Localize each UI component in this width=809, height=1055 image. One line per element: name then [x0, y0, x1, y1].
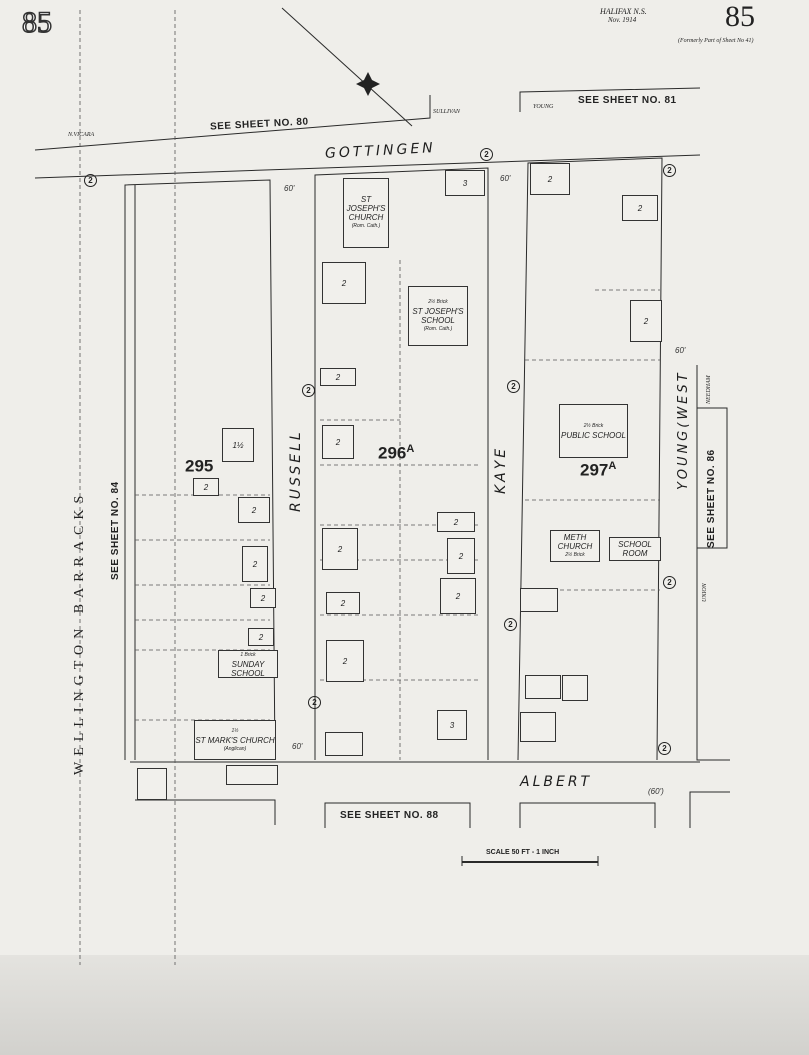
sheet-number: 85 [725, 0, 755, 33]
hydrant-icon: 2 [658, 742, 671, 755]
street-sullivan: SULLIVAN [433, 109, 460, 115]
gottingen-north-edge [34, 95, 431, 151]
sheet-number-left: 85 [21, 5, 53, 40]
street-width: 60' [500, 174, 511, 183]
dwelling[interactable] [520, 712, 556, 742]
st-josephs-church[interactable]: ST JOSEPH'S CHURCH(Rom. Cath.) [343, 178, 389, 248]
north-arrow-star [356, 72, 380, 96]
street-kaye: KAYE [493, 445, 509, 494]
hydrant-icon: 2 [84, 174, 97, 187]
dwelling[interactable]: 2 [193, 478, 219, 496]
dwelling[interactable]: 3 [437, 710, 467, 740]
hydrant-icon: 2 [302, 384, 315, 397]
dwelling[interactable] [562, 675, 588, 701]
sheet-88-box [324, 802, 471, 828]
dwelling[interactable]: 2 [322, 262, 366, 304]
dwelling[interactable]: 2 [242, 546, 268, 582]
street-union: UNION [702, 583, 708, 602]
dwelling[interactable]: 2 [326, 592, 360, 614]
street-width: 60' [675, 346, 686, 355]
dwelling[interactable] [325, 732, 363, 756]
hydrant-icon: 2 [504, 618, 517, 631]
former-sheet-note: (Formerly Part of Sheet No 41) [678, 38, 754, 44]
city-label: HALIFAX N.S. [600, 7, 647, 16]
block-295-outline [124, 179, 276, 761]
dwelling[interactable]: 2 [437, 512, 475, 532]
block-296a-outline [314, 167, 489, 760]
see-sheet-84[interactable]: SEE SHEET NO. 84 [110, 481, 121, 580]
dwelling[interactable]: 2 [322, 425, 354, 459]
school-room[interactable]: SCHOOL ROOM [609, 537, 661, 561]
street-russell: RUSSELL [288, 429, 304, 512]
hydrant-icon: 2 [308, 696, 321, 709]
dwelling[interactable] [226, 765, 278, 785]
dwelling[interactable]: 2 [238, 497, 270, 523]
scale-label: SCALE 50 FT - 1 INCH [486, 849, 560, 856]
dwelling[interactable]: 2 [440, 578, 476, 614]
dwelling[interactable]: 1½ [222, 428, 254, 462]
street-young-west: YOUNG(WEST [676, 370, 691, 490]
dwelling[interactable] [520, 588, 558, 612]
dwelling[interactable]: 2 [326, 640, 364, 682]
dwelling[interactable]: 2 [322, 528, 358, 570]
see-sheet-88[interactable]: SEE SHEET NO. 88 [340, 810, 439, 821]
see-sheet-81[interactable]: SEE SHEET NO. 81 [578, 95, 677, 106]
backing-paper [0, 955, 809, 1055]
street-width: (60') [648, 787, 664, 796]
north-arrow-line [281, 7, 413, 127]
dwelling[interactable]: 2 [622, 195, 658, 221]
dwelling[interactable]: 2 [320, 368, 356, 386]
see-sheet-86[interactable]: SEE SHEET NO. 86 [706, 449, 717, 548]
hydrant-icon: 2 [480, 148, 493, 161]
dwelling[interactable]: 2 [630, 300, 662, 342]
dwelling[interactable] [525, 675, 561, 699]
dwelling[interactable]: 2 [447, 538, 475, 574]
sheet-86-box [697, 407, 728, 549]
block-297a: 297A [580, 460, 617, 480]
date-label: Nov. 1914 [608, 16, 637, 24]
street-albert: ALBERT [520, 774, 593, 790]
block-296a: 296A [378, 443, 415, 463]
street-needham: NEEDHAM [706, 375, 712, 404]
hydrant-icon: 2 [507, 380, 520, 393]
dwelling[interactable]: 3 [445, 170, 485, 196]
block-297a-outline [517, 157, 663, 761]
hydrant-icon: 2 [663, 164, 676, 177]
dwelling[interactable] [137, 768, 167, 800]
gottingen-south-edge [34, 154, 701, 179]
street-young: YOUNG [533, 104, 554, 110]
street-vicara: N.VICARA [68, 132, 95, 138]
block-295: 295 [185, 456, 214, 476]
street-width: 60' [284, 184, 295, 193]
dwelling[interactable]: 2 [250, 588, 276, 608]
street-width: 60' [292, 742, 303, 751]
dwelling[interactable]: 2 [248, 628, 274, 646]
hydrant-icon: 2 [663, 576, 676, 589]
dwelling[interactable]: 2 [530, 163, 570, 195]
wellington-barracks-label: WELLINGTON BARRACKS [72, 489, 87, 775]
